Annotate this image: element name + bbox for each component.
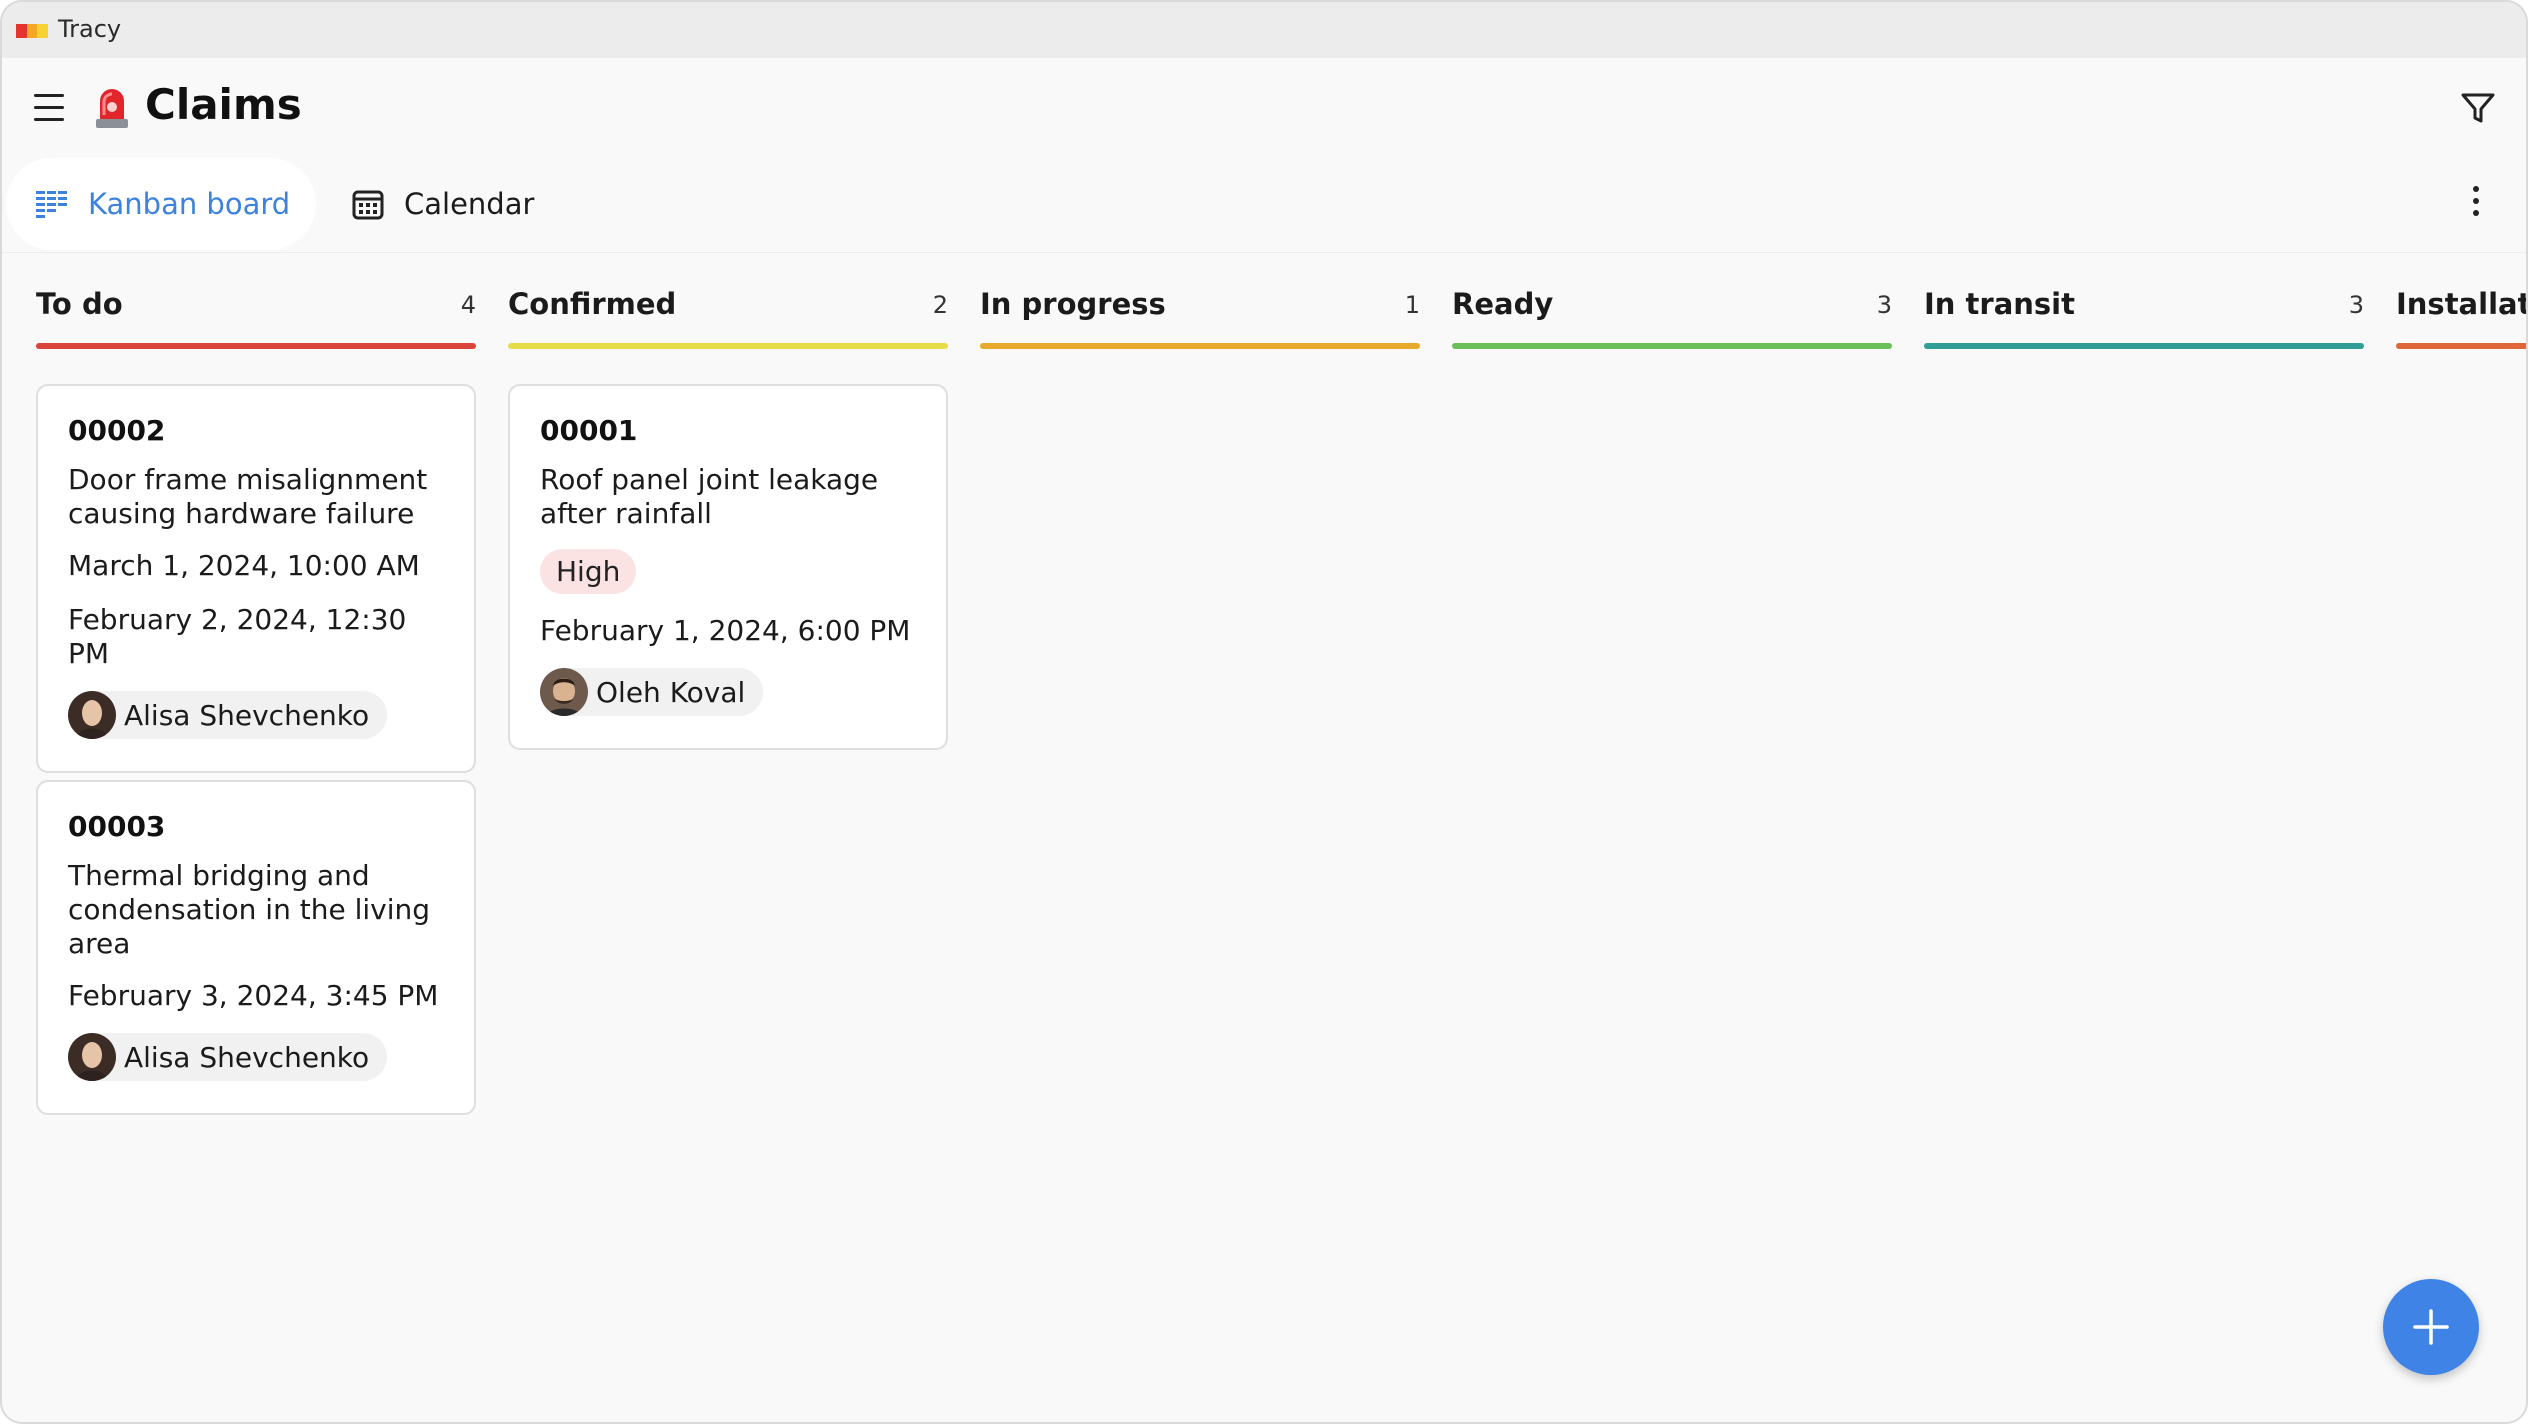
column-title: In progress (980, 287, 1166, 321)
assignee-name: Alisa Shevchenko (124, 1040, 370, 1074)
claim-date: March 1, 2024, 10:00 AM (68, 549, 420, 582)
priority-badge: High (540, 549, 637, 594)
column-count: 2 (932, 291, 948, 319)
column-color-bar (1452, 343, 1892, 349)
column-count: 3 (1876, 291, 1892, 319)
column-in-transit: In transit 3 (1924, 253, 2364, 349)
column-header: To do 4 (36, 253, 476, 349)
claim-date: February 1, 2024, 6:00 PM (540, 614, 911, 647)
column-color-bar (1924, 343, 2364, 349)
column-header: Confirmed 2 (508, 253, 948, 349)
tab-calendar-label: Calendar (404, 187, 535, 221)
claim-id: 00001 (540, 414, 638, 447)
filter-button[interactable] (2458, 88, 2498, 128)
plus-icon (2413, 1309, 2449, 1345)
column-in-progress: In progress 1 (980, 253, 1420, 349)
column-title: Confirmed (508, 287, 677, 321)
column-to-do: To do 4 00002 Door frame misalignment ca… (36, 253, 476, 1115)
filter-icon (2461, 93, 2495, 123)
page-header: Claims (2, 58, 2526, 156)
column-title: In transit (1924, 287, 2075, 321)
assignee-chip[interactable]: Alisa Shevchenko (68, 691, 388, 739)
claim-title: Door frame misalignment causing hardware… (68, 463, 428, 530)
app-logo-icon (16, 24, 49, 38)
column-ready: Ready 3 (1452, 253, 1892, 349)
claim-title: Thermal bridging and condensation in the… (68, 859, 431, 960)
column-color-bar (2396, 343, 2526, 349)
column-header: Ready 3 (1452, 253, 1892, 349)
kanban-icon (36, 191, 67, 218)
claim-id: 00002 (68, 414, 166, 447)
column-header: In transit 3 (1924, 253, 2364, 349)
assignee-name: Oleh Koval (596, 675, 746, 709)
more-vertical-icon (2473, 186, 2479, 192)
assignee-chip[interactable]: Oleh Koval (540, 668, 764, 716)
page-title: Claims (145, 80, 302, 129)
column-confirmed: Confirmed 2 00001 Roof panel joint leaka… (508, 253, 948, 750)
calendar-icon (352, 190, 384, 220)
column-color-bar (508, 343, 948, 349)
avatar (68, 1033, 116, 1081)
column-header: In progress 1 (980, 253, 1420, 349)
column-color-bar (36, 343, 476, 349)
tab-calendar[interactable]: Calendar (342, 158, 562, 250)
assignee-name: Alisa Shevchenko (124, 698, 370, 732)
column-count: 4 (460, 291, 476, 319)
claim-id: 00003 (68, 810, 166, 843)
claim-card-00001[interactable]: 00001 Roof panel joint leakage after rai… (508, 384, 948, 750)
title-bar: Tracy (2, 2, 2526, 58)
column-installation: Installatic (2396, 253, 2526, 349)
siren-icon (96, 89, 128, 128)
claim-card-00003[interactable]: 00003 Thermal bridging and condensation … (36, 780, 476, 1115)
column-title: To do (36, 287, 123, 321)
claim-date: February 3, 2024, 3:45 PM (68, 979, 439, 1012)
kanban-board: To do 4 00002 Door frame misalignment ca… (2, 253, 2526, 1422)
avatar (68, 691, 116, 739)
hamburger-icon (34, 94, 64, 97)
claim-date: February 2, 2024, 12:30 PM (68, 603, 407, 670)
column-color-bar (980, 343, 1420, 349)
claim-title: Roof panel joint leakage after rainfall (540, 463, 879, 530)
view-tabs: Kanban board Calendar (2, 156, 2526, 253)
claim-card-00002[interactable]: 00002 Door frame misalignment causing ha… (36, 384, 476, 773)
more-options-button[interactable] (2466, 186, 2486, 222)
menu-button[interactable] (30, 88, 74, 128)
column-count: 3 (2348, 291, 2364, 319)
avatar (540, 668, 588, 716)
assignee-chip[interactable]: Alisa Shevchenko (68, 1033, 388, 1081)
tab-kanban-label: Kanban board (88, 187, 291, 221)
add-claim-button[interactable] (2383, 1279, 2479, 1375)
window-title: Tracy (58, 15, 122, 43)
column-count: 1 (1404, 291, 1420, 319)
column-title: Installatic (2396, 287, 2526, 321)
tab-kanban-board[interactable]: Kanban board (6, 158, 316, 250)
column-title: Ready (1452, 287, 1554, 321)
column-header: Installatic (2396, 253, 2526, 349)
